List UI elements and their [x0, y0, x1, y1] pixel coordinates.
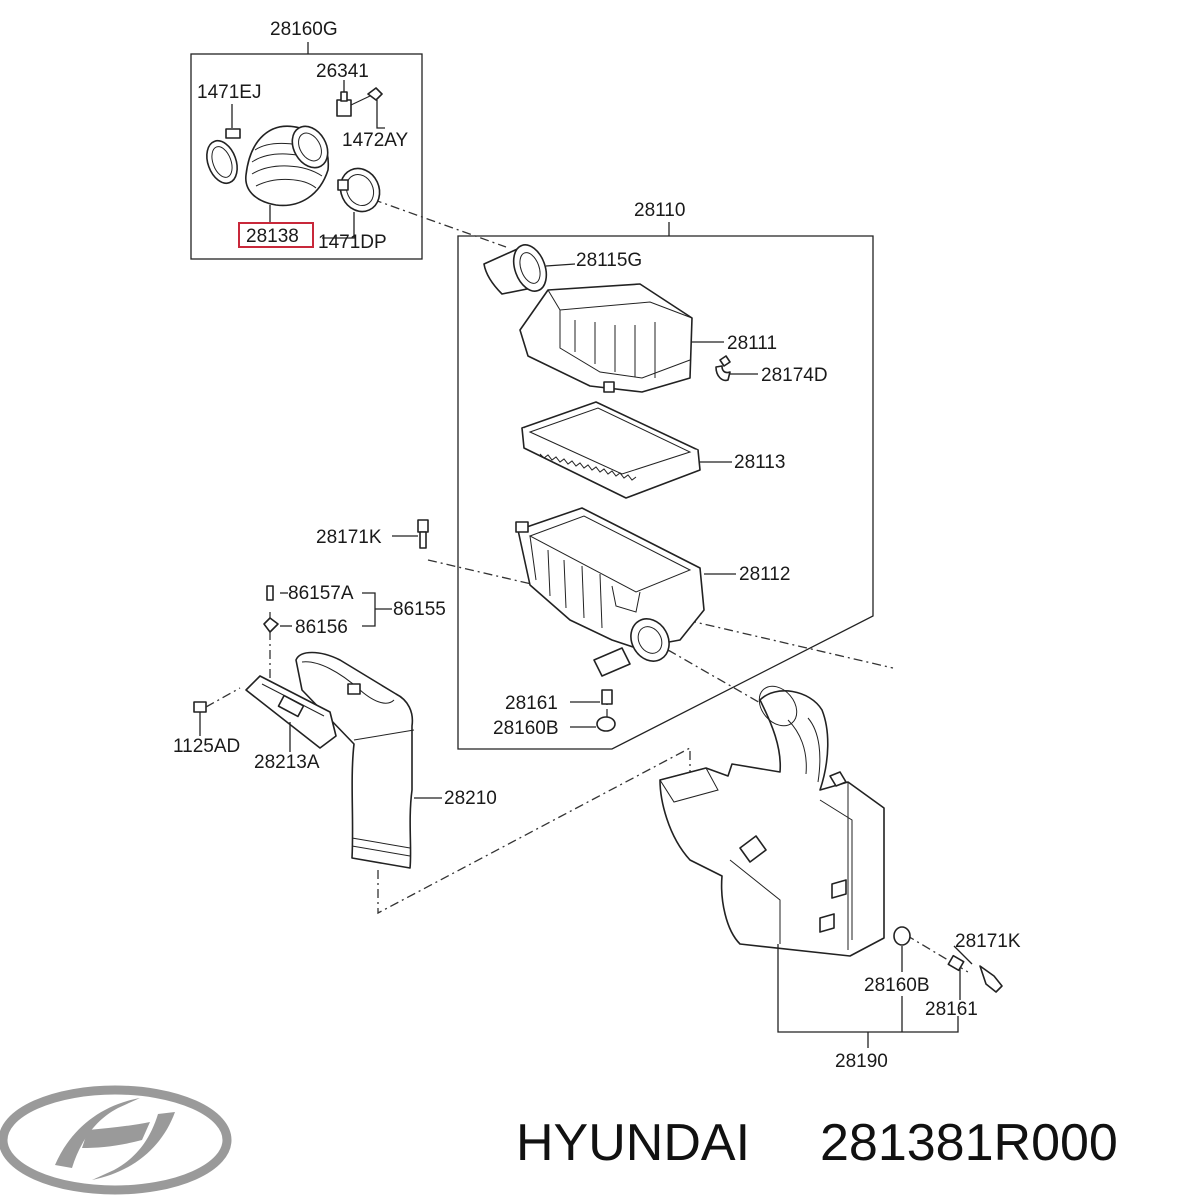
- label-28171K-bottom: 28171K: [955, 931, 1021, 952]
- label-28190: 28190: [835, 1051, 888, 1072]
- label-86155: 86155: [393, 599, 446, 620]
- label-1471DP: 1471DP: [318, 232, 387, 253]
- air-cleaner-drawing: [392, 244, 758, 732]
- air-cleaner-group-box: [457, 235, 874, 750]
- label-86156: 86156: [295, 617, 348, 638]
- label-28160B-top: 28160B: [493, 718, 559, 739]
- brand-name: HYUNDAI: [516, 1114, 750, 1172]
- label-28112: 28112: [739, 564, 790, 585]
- label-28160B-bottom: 28160B: [864, 975, 930, 996]
- label-28138: 28138: [246, 226, 299, 247]
- label-1125AD: 1125AD: [173, 736, 240, 757]
- label-26341: 26341: [316, 61, 369, 82]
- centerline-bolt: [427, 559, 894, 669]
- hose-group-box: [190, 53, 423, 260]
- label-28213A: 28213A: [254, 752, 320, 773]
- hose-28138-drawing: [206, 80, 385, 239]
- label-1471EJ: 1471EJ: [197, 82, 261, 103]
- label-28174D: 28174D: [761, 365, 828, 386]
- centerline-duct-to-resonator: [377, 746, 691, 915]
- label-28161-bottom: 28161: [925, 999, 978, 1020]
- label-28110: 28110: [634, 200, 685, 221]
- label-28210: 28210: [444, 788, 497, 809]
- label-28161-top: 28161: [505, 693, 558, 714]
- label-28171K-top: 28171K: [316, 527, 382, 548]
- part-number: 281381R000: [820, 1114, 1118, 1172]
- duct-28210-drawing: [193, 585, 442, 869]
- label-1472AY: 1472AY: [342, 130, 409, 151]
- label-28160G: 28160G: [270, 19, 338, 40]
- highlight-box-28138: [238, 222, 314, 248]
- resonator-28190-drawing: [659, 685, 1003, 1048]
- hyundai-logo: [0, 1085, 232, 1195]
- label-28111: 28111: [727, 333, 777, 354]
- label-28115G: 28115G: [576, 250, 642, 271]
- centerline-hose-to-duct: [354, 192, 507, 248]
- label-28113: 28113: [734, 452, 785, 473]
- label-86157A: 86157A: [288, 583, 354, 604]
